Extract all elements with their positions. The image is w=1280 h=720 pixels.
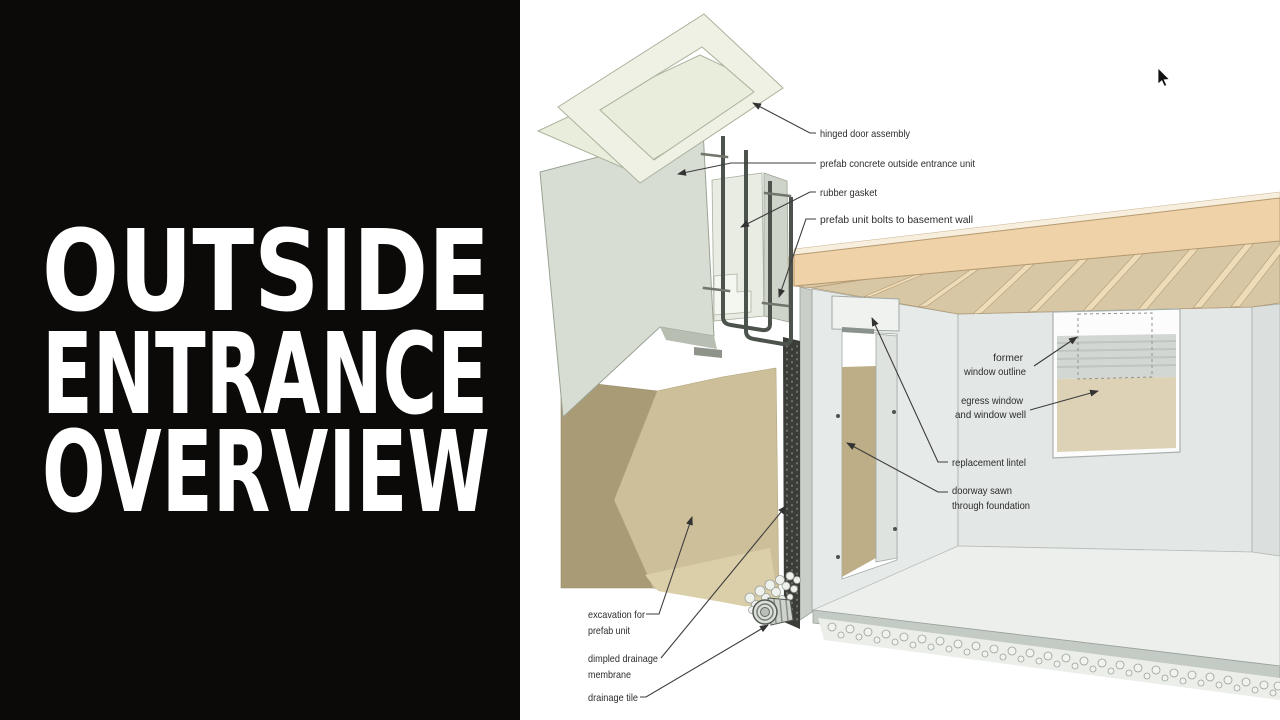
joist <box>1230 243 1280 308</box>
prefab-entrance-unit <box>539 129 793 419</box>
label-membrane-line2: membrane <box>588 669 631 681</box>
floor-joists <box>807 242 1280 315</box>
unit-bottom-face <box>660 327 717 349</box>
gravel-pebbles <box>827 622 1280 697</box>
diagram-labels: hinged door assembly prefab concrete out… <box>588 128 1030 704</box>
label-rubber-gasket: rubber gasket <box>820 187 877 199</box>
leader-hinged-door <box>752 102 816 134</box>
bolt-dot <box>892 410 896 414</box>
label-doorway: doorway sawn through foundation <box>952 485 1030 512</box>
excavation-soil <box>560 367 780 607</box>
window-well-corrugation <box>1057 334 1176 379</box>
leader-excavation <box>646 516 693 615</box>
label-membrane: dimpled drainage membrane <box>588 653 661 681</box>
leader-former-window <box>1033 336 1078 367</box>
membrane-dimples <box>786 345 798 623</box>
bolt <box>700 152 729 159</box>
dimpled-drainage-membrane <box>783 337 800 629</box>
window-well-soil <box>1057 377 1176 452</box>
door-frame <box>557 13 784 184</box>
title-line-2: ENTRANCE <box>42 310 488 440</box>
doorway-soil <box>842 366 876 577</box>
label-membrane-line1: dimpled drainage <box>588 653 658 665</box>
hinged-door-assembly <box>536 13 784 184</box>
unit-left-wall <box>539 129 715 419</box>
label-egress-window-line2: and window well <box>955 409 1026 421</box>
slab-edge <box>812 609 1280 680</box>
label-former-window-line2: window outline <box>963 366 1026 378</box>
leader-doorway <box>846 442 948 493</box>
title-line-3: OVERVIEW <box>42 408 490 538</box>
leader-drainage-tile <box>640 624 769 698</box>
membrane-strip <box>783 337 800 629</box>
title-text: OUTSIDE ENTRANCE OVERVIEW <box>42 207 490 538</box>
wall-bolt-dots <box>836 410 897 559</box>
leader-prefab-bolts <box>778 218 816 298</box>
former-window-outline <box>1077 312 1153 380</box>
leader-egress-window <box>1029 389 1099 411</box>
leader-membrane <box>660 505 787 659</box>
label-prefab-unit: prefab concrete outside entrance unit <box>820 158 975 170</box>
mouse-cursor-icon <box>1157 67 1171 87</box>
entrance-diagram: hinged door assembly prefab concrete out… <box>536 13 1280 704</box>
label-excavation: excavation for prefab unit <box>588 609 648 637</box>
right-foundation-wall <box>1251 303 1280 557</box>
label-former-window: former window outline <box>963 352 1026 378</box>
gasket-frame <box>744 150 793 347</box>
leader-prefab-unit <box>677 162 816 176</box>
label-lintel: replacement lintel <box>952 457 1026 469</box>
label-doorway-line1: doorway sawn <box>952 485 1012 497</box>
bolt-dot <box>836 414 840 418</box>
label-prefab-bolts: prefab unit bolts to basement wall <box>820 214 973 226</box>
tile-ring <box>756 603 774 621</box>
leader-lintel <box>871 317 948 463</box>
tile-ring-inner <box>760 607 770 617</box>
lintel-shadow <box>842 327 874 334</box>
soil-flat-bottom <box>645 548 779 606</box>
label-hinged-door: hinged door assembly <box>820 128 911 140</box>
bolt-dot <box>836 555 840 559</box>
bolt <box>763 191 792 198</box>
egress-window <box>1052 308 1181 459</box>
drainage-tile <box>752 597 794 626</box>
leader-lines <box>640 102 1099 698</box>
label-egress-window-line1: egress window <box>961 395 1023 407</box>
doorway-jamb <box>875 333 898 563</box>
title-line-1: OUTSIDE <box>42 207 490 337</box>
bolt-dot <box>893 527 897 531</box>
title-panel: OUTSIDE ENTRANCE OVERVIEW <box>0 0 520 720</box>
unit-foot <box>694 347 722 358</box>
label-drainage-tile: drainage tile <box>588 692 638 704</box>
label-egress-window: egress window and window well <box>955 395 1026 421</box>
anchor-bolts <box>700 152 792 308</box>
basement-structure <box>783 191 1280 700</box>
label-former-window-line1: former <box>993 352 1023 364</box>
rubber-gasket-frames <box>721 136 793 347</box>
label-doorway-line2: through foundation <box>952 500 1030 512</box>
diagram-panel: hinged door assembly prefab concrete out… <box>520 0 1280 720</box>
bolt <box>702 286 731 293</box>
wall-cut-edge <box>799 286 813 621</box>
bolt <box>761 301 790 308</box>
label-excavation-line2: prefab unit <box>588 625 630 637</box>
label-excavation-line1: excavation for <box>588 609 645 621</box>
replacement-lintel <box>831 295 900 332</box>
leader-rubber-gasket <box>740 191 816 228</box>
